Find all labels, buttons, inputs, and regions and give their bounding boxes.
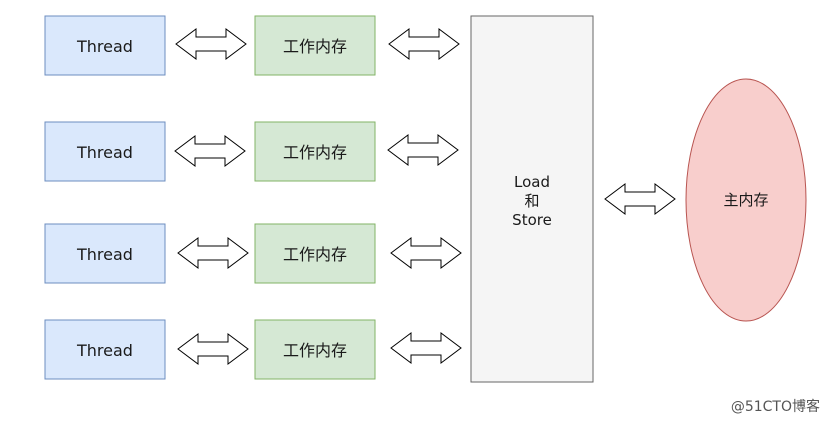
row-2: Thread 工作内存 (44, 121, 459, 182)
work-memory-box (254, 121, 376, 182)
double-arrow-work-store (388, 28, 460, 60)
thread-label: Thread (76, 37, 133, 56)
thread-label: Thread (76, 341, 133, 360)
main-memory-label: 主内存 (723, 191, 768, 209)
main-memory-block: 主内存 (685, 78, 807, 322)
load-store-box (470, 15, 594, 383)
thread-box (44, 121, 166, 182)
work-memory-label: 工作内存 (283, 143, 347, 162)
thread-label: Thread (76, 245, 133, 264)
load-label: Load (514, 173, 550, 191)
thread-label: Thread (76, 143, 133, 162)
row-1: Thread 工作内存 (44, 15, 460, 76)
thread-box (44, 223, 166, 284)
double-arrow-thread-work (177, 333, 249, 365)
double-arrow-thread-work (174, 135, 246, 167)
row-4: Thread 工作内存 (44, 319, 462, 380)
thread-box (44, 15, 166, 76)
work-memory-box (254, 319, 376, 380)
load-store-block: Load 和 Store (470, 15, 594, 383)
work-memory-label: 工作内存 (283, 245, 347, 264)
double-arrow-thread-work (175, 28, 247, 60)
double-arrow-work-store (390, 332, 462, 364)
double-arrow-work-store (387, 134, 459, 166)
work-memory-box (254, 15, 376, 76)
work-memory-label: 工作内存 (283, 341, 347, 360)
main-memory-ellipse (685, 78, 807, 322)
double-arrow-thread-work (177, 237, 249, 269)
store-label: Store (512, 211, 552, 229)
row-3: Thread 工作内存 (44, 223, 462, 284)
double-arrow-store-main (604, 183, 676, 215)
work-memory-box (254, 223, 376, 284)
double-arrow-work-store (390, 237, 462, 269)
and-label: 和 (524, 192, 539, 210)
watermark: @51CTO博客 (730, 399, 820, 415)
work-memory-label: 工作内存 (283, 37, 347, 56)
thread-box (44, 319, 166, 380)
